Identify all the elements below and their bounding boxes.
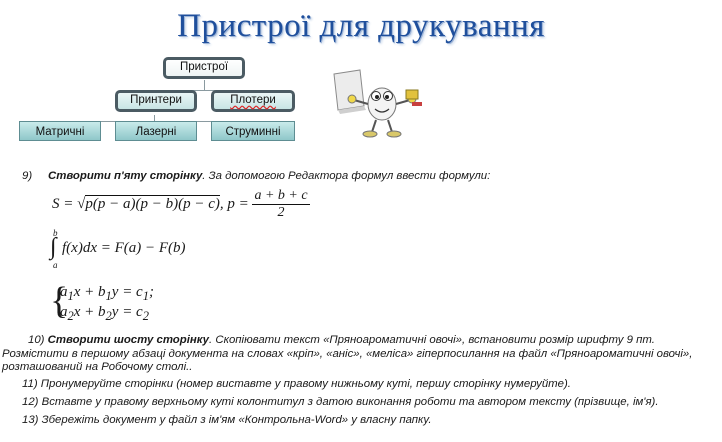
task-13: 13) Збережіть документ у файл з ім'ям «К… <box>22 414 432 426</box>
diagram-node-root: Пристрої <box>163 57 245 79</box>
task-9-heading: Створити п'яту сторінку <box>47 170 203 182</box>
task-9-text: . За допомогою Редактора формул ввести ф… <box>202 170 491 182</box>
task-10-text: . Скопіювати текст «Пряноароматичні овоч… <box>2 334 693 373</box>
diagram-node-printers: Принтери <box>115 90 197 112</box>
diagram-node-plotters-label: Плотери <box>230 94 276 106</box>
diagram-node-plotters: Плотери <box>211 90 295 112</box>
formula-heron: S = √p(p − a)(p − b)(p − c), p = a + b +… <box>52 188 310 220</box>
diagram-node-matrix: Матричні <box>19 121 101 141</box>
diagram-node-inkjet: Струминні <box>211 121 295 141</box>
connector <box>154 115 155 121</box>
task-11: 11) Пронумеруйте сторінки (номер виставт… <box>22 378 571 390</box>
diagram-node-laser: Лазерні <box>115 121 197 141</box>
task-10-number: 10) <box>28 334 45 346</box>
task-12: 12) Вставте у правому верхньому куті кол… <box>22 396 659 408</box>
cartoon-character-clipart <box>333 69 422 138</box>
task-10: 10) Створити шосту сторінку. Скопіювати … <box>2 334 720 375</box>
connector <box>204 80 205 90</box>
connector <box>154 90 254 91</box>
page-title: Пристрої для друкування <box>177 8 545 44</box>
task-9-number: 9) <box>22 170 33 182</box>
task-9: 9) Створити п'яту сторінку. За допомогою… <box>22 170 490 182</box>
task-10-heading: Створити шосту сторінку <box>47 334 210 346</box>
